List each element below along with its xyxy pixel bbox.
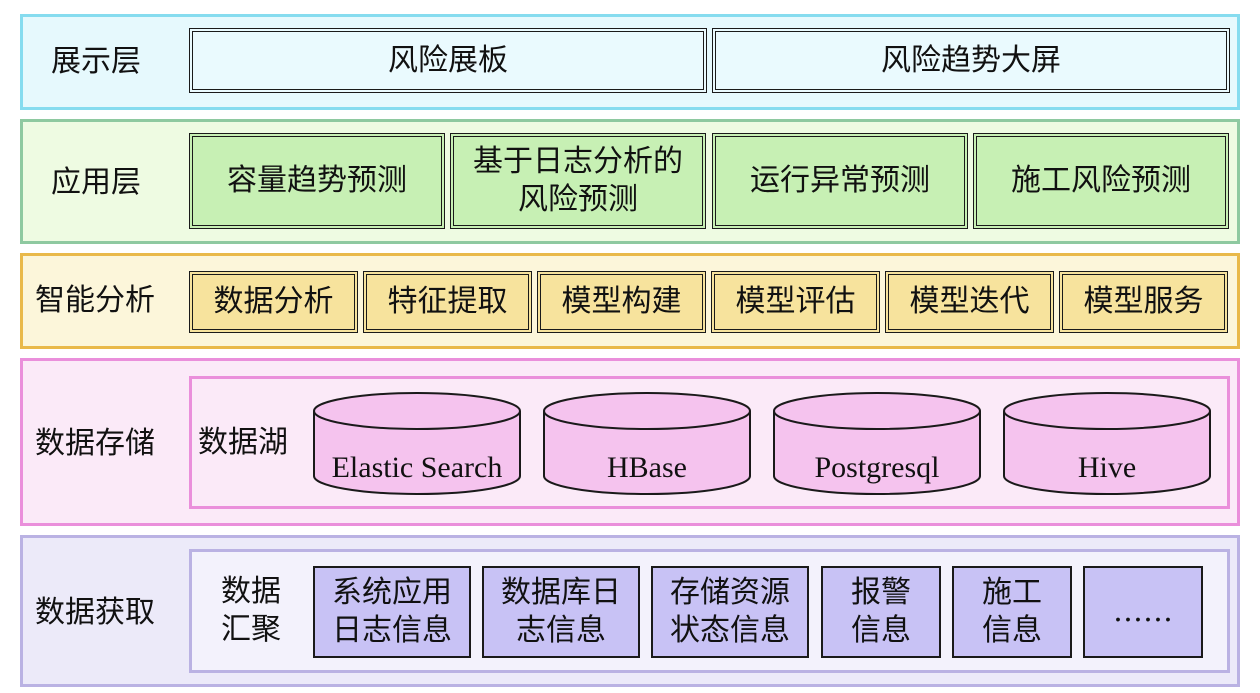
- application-layer-label: 应用层: [51, 165, 141, 200]
- storage-status-info-box: 存储资源 状态信息: [651, 566, 809, 658]
- model-iteration-box: 模型迭代: [885, 271, 1054, 333]
- runtime-anomaly-forecast-box: 运行异常预测: [712, 133, 968, 229]
- acquisition-layer: 数据获取 数据 汇聚 系统应用 日志信息 数据库日 志信息 存储资源 状态信息 …: [20, 535, 1240, 687]
- analysis-layer: 智能分析 数据分析 特征提取 模型构建 模型评估 模型迭代 模型服务: [20, 253, 1240, 349]
- model-service-box: 模型服务: [1059, 271, 1228, 333]
- hive-label: Hive: [1078, 451, 1136, 484]
- data-aggregation-container: 数据 汇聚 系统应用 日志信息 数据库日 志信息 存储资源 状态信息 报警 信息…: [189, 549, 1230, 673]
- model-evaluation-box: 模型评估: [711, 271, 880, 333]
- storage-layer-label: 数据存储: [35, 426, 155, 461]
- construction-risk-forecast-box: 施工风险预测: [973, 133, 1229, 229]
- app-log-info-box: 系统应用 日志信息: [313, 566, 471, 658]
- display-layer-label: 展示层: [51, 44, 141, 79]
- data-lake-container: 数据湖 Elastic Search HBase Postgresql Hive: [189, 376, 1230, 509]
- risk-dashboard-box: 风险展板: [189, 28, 707, 93]
- postgresql-label: Postgresql: [814, 451, 939, 484]
- elasticsearch-cylinder: Elastic Search: [313, 392, 521, 495]
- hive-cylinder: Hive: [1003, 392, 1211, 495]
- risk-trend-screen-box: 风险趋势大屏: [712, 28, 1230, 93]
- acquisition-layer-label: 数据获取: [35, 595, 155, 630]
- postgresql-cylinder: Postgresql: [773, 392, 981, 495]
- database-log-info-box: 数据库日 志信息: [482, 566, 640, 658]
- data-lake-diagram: Elastic Search HBase Postgresql Hive: [313, 392, 1211, 495]
- analysis-layer-label: 智能分析: [35, 283, 155, 318]
- storage-layer: 数据存储 数据湖 Elastic Search HBase Postgresql: [20, 358, 1240, 526]
- hbase-cylinder: HBase: [543, 392, 751, 495]
- application-layer: 应用层 容量趋势预测 基于日志分析的 风险预测 运行异常预测 施工风险预测: [20, 119, 1240, 244]
- more-ellipsis-box: ……: [1083, 566, 1203, 658]
- display-layer: 展示层 风险展板 风险趋势大屏: [20, 14, 1240, 110]
- capacity-trend-forecast-box: 容量趋势预测: [189, 133, 445, 229]
- data-analysis-box: 数据分析: [189, 271, 358, 333]
- construction-info-box: 施工 信息: [952, 566, 1072, 658]
- elasticsearch-label: Elastic Search: [332, 451, 503, 484]
- data-aggregation-label: 数据 汇聚: [221, 574, 281, 647]
- feature-extraction-box: 特征提取: [363, 271, 532, 333]
- data-lake-label: 数据湖: [198, 425, 288, 460]
- log-analysis-risk-forecast-box: 基于日志分析的 风险预测: [450, 133, 706, 229]
- hbase-label: HBase: [607, 451, 687, 484]
- alarm-info-box: 报警 信息: [821, 566, 941, 658]
- model-building-box: 模型构建: [537, 271, 706, 333]
